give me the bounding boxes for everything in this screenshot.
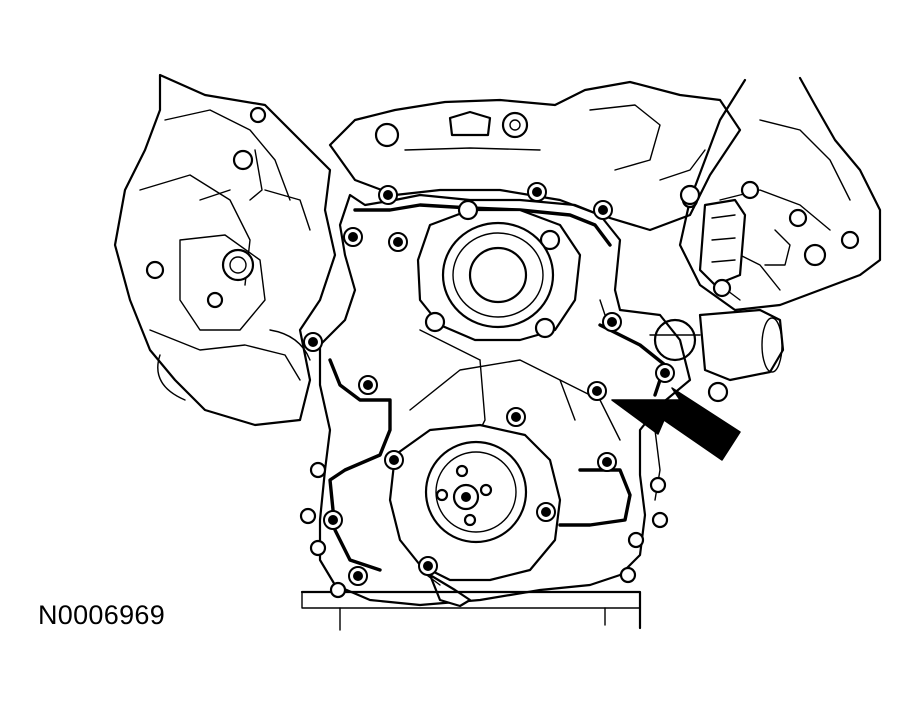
bolt — [536, 502, 556, 522]
bolt — [418, 556, 438, 576]
bolt — [388, 232, 408, 252]
bolt — [303, 332, 323, 352]
crankshaft-oil-pump — [388, 423, 562, 608]
bolt — [587, 381, 607, 401]
bolt — [378, 185, 398, 205]
bolt — [384, 450, 404, 470]
bolt — [343, 227, 363, 247]
fastener-bolts — [303, 182, 675, 586]
arrow-pointer-icon — [611, 387, 741, 461]
thermostat-housing — [649, 198, 785, 403]
left-cylinder-head — [113, 73, 337, 427]
bolt — [597, 452, 617, 472]
bolt — [593, 200, 613, 220]
bolt — [655, 363, 675, 383]
figure-id-label: N0006969 — [38, 600, 166, 630]
bolt — [527, 182, 547, 202]
oil-pan-rail — [300, 590, 642, 631]
bolt — [506, 407, 526, 427]
water-pump — [416, 199, 582, 342]
bolt — [348, 566, 368, 586]
flange-holes — [299, 461, 669, 599]
intake-manifold — [328, 80, 742, 232]
bolt — [323, 510, 343, 530]
bolt — [358, 375, 378, 395]
bolt — [602, 312, 622, 332]
